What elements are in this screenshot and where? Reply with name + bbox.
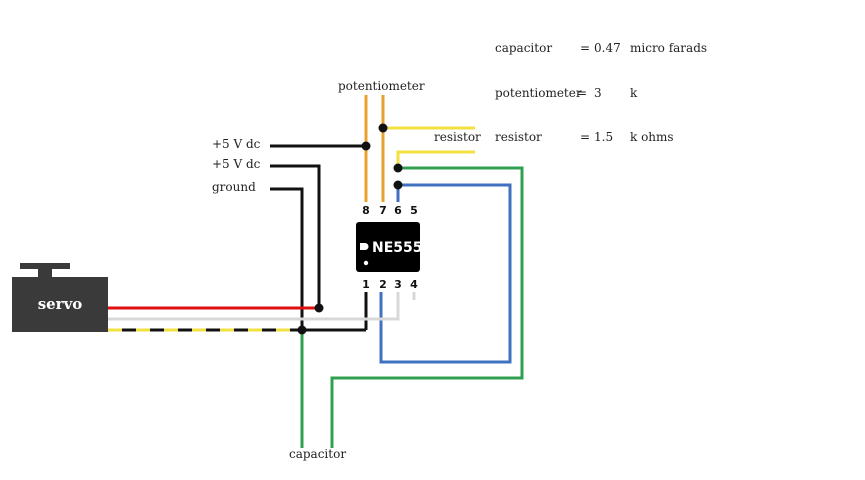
servo-body: [12, 277, 108, 332]
wire-green-capacitor: [330, 166, 524, 448]
chip-dot: [363, 260, 369, 266]
spec-resistor-eq: =: [580, 130, 590, 144]
junction-dot: [393, 163, 403, 173]
junction-dot: [314, 303, 324, 313]
pin-label-4: 4: [410, 278, 418, 291]
spec-capacitor-unit: micro farads: [630, 41, 707, 55]
pin-label-7: 7: [379, 204, 387, 217]
vdc1-label: +5 V dc: [212, 137, 261, 151]
spec-potentiometer-name: potentiometer: [495, 86, 582, 100]
servo-horn-post: [38, 266, 52, 278]
pin-label-2: 2: [379, 278, 387, 291]
pin-label-8: 8: [362, 204, 370, 217]
pin-label-5: 5: [410, 204, 418, 217]
wire-blue-pin6-pin2: [379, 183, 512, 364]
wire-labels: potentiometer resistor +5 V dc +5 V dc g…: [212, 79, 481, 461]
wire-pin3-signal: [108, 292, 400, 321]
vdc2-label: +5 V dc: [212, 157, 261, 171]
spec-resistor-unit: k ohms: [630, 130, 674, 144]
junction-dot: [393, 180, 403, 190]
potentiometer-label: potentiometer: [338, 79, 425, 93]
capacitor-label: capacitor: [289, 447, 346, 461]
chip-pin1-marker: [360, 243, 369, 250]
spec-capacitor-eq: =: [580, 41, 590, 55]
junction-dot: [297, 325, 307, 335]
wire-resistor-bottom: [396, 150, 475, 165]
ne555-chip: NE555 8 7 6 5 1 2 3 4: [356, 204, 423, 291]
pin-label-3: 3: [394, 278, 402, 291]
pin-label-1: 1: [362, 278, 370, 291]
junctions: [297, 123, 403, 335]
pin-label-6: 6: [394, 204, 402, 217]
spec-capacitor-value: 0.47: [594, 41, 621, 55]
spec-resistor-value: 1.5: [594, 130, 613, 144]
ground-label: ground: [212, 180, 256, 194]
spec-table: capacitor = 0.47 micro farads potentiome…: [495, 41, 707, 144]
spec-potentiometer-eq: =: [577, 86, 587, 100]
spec-resistor-name: resistor: [495, 130, 542, 144]
spec-potentiometer-unit: k: [630, 86, 638, 100]
wire-vdc2-to-servo-power: [270, 164, 321, 308]
servo: servo: [12, 263, 108, 332]
chip-body: [356, 222, 420, 272]
resistor-label: resistor: [434, 130, 481, 144]
chip-label: NE555: [372, 240, 423, 256]
wire-ground-to-servo: [270, 187, 304, 330]
servo-label: servo: [38, 295, 83, 313]
junction-dot: [378, 123, 388, 133]
junction-dot: [361, 141, 371, 151]
spec-potentiometer-value: 3: [594, 86, 602, 100]
wires: [108, 95, 524, 448]
spec-capacitor-name: capacitor: [495, 41, 552, 55]
